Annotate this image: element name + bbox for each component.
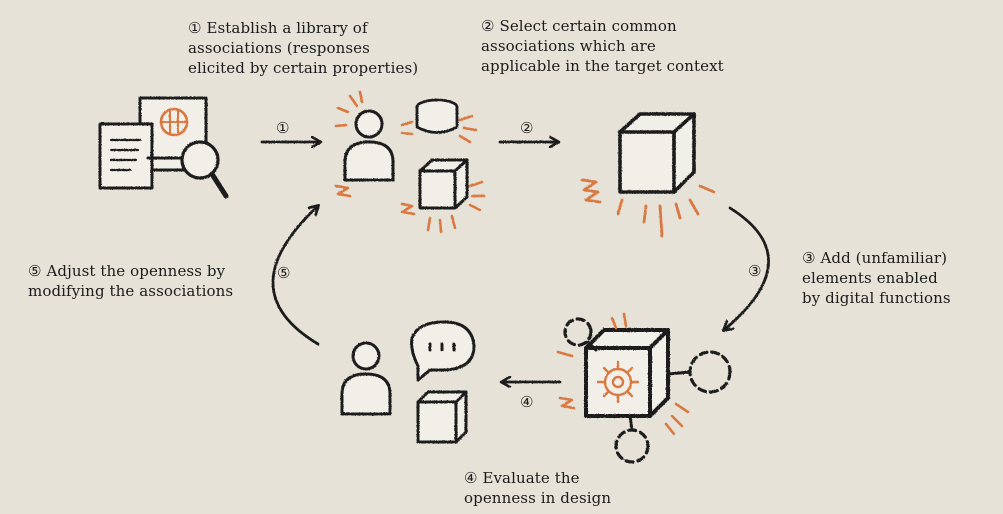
step-5-number: ⑤: [28, 262, 42, 280]
step-4-line-1: Evaluate the: [482, 469, 580, 487]
step-2-line-3: applicable in the target context: [481, 57, 724, 75]
step-3-line-2: elements enabled: [802, 269, 938, 287]
documents-icon: [98, 96, 208, 190]
magnifier-icon: [146, 140, 229, 199]
center-accent-marks: [334, 90, 486, 234]
step-2-number: ②: [481, 17, 495, 35]
step-3-number: ③: [802, 249, 816, 267]
step-4-number: ④: [464, 469, 478, 487]
step-2-line-1: Select certain common: [499, 17, 677, 35]
connector-lines: [586, 340, 692, 432]
step-3-line-3: by digital functions: [802, 289, 951, 307]
step-3-line-1: Add (unfamiliar): [820, 249, 948, 267]
speech-bubble-icon: [410, 320, 476, 382]
evaluator-person-icon: [340, 341, 392, 416]
step-4-line-2: openness in design: [464, 489, 612, 507]
step-4-label: ④ Evaluate the openness in design: [464, 468, 611, 508]
arrow-marker-3: ③: [748, 262, 762, 280]
step-1-label: ① Establish a library of associations (r…: [188, 18, 418, 78]
arrow-marker-5: ⑤: [277, 264, 291, 282]
step-2-line-2: associations which are: [481, 37, 656, 55]
arrow-marker-4: ④: [520, 393, 534, 411]
arrow-marker-1: ①: [276, 119, 290, 137]
gear-icon: [596, 360, 640, 404]
step-5-label: ⑤ Adjust the openness by modifying the a…: [28, 261, 233, 301]
step-1-line-1: Establish a library of: [206, 19, 368, 37]
cube-icon: [418, 158, 469, 210]
database-icon: [415, 98, 459, 134]
step-2-label: ② Select certain common associations whi…: [481, 16, 724, 76]
step-5-line-1: Adjust the openness by: [46, 262, 226, 280]
step-1-line-2: associations (responses: [188, 39, 370, 57]
arrow-5: [271, 206, 318, 346]
step-1-number: ①: [188, 19, 202, 37]
cube-accent-marks: [580, 178, 716, 238]
library-person-icon: [343, 109, 395, 182]
arrow-3: [724, 206, 770, 330]
arrow-marker-2: ②: [520, 119, 534, 137]
evaluated-cube-icon: [416, 390, 468, 444]
digital-accent-marks: [556, 312, 690, 436]
step-5-line-2: modifying the associations: [28, 282, 234, 300]
step-1-line-3: elicited by certain properties): [188, 59, 419, 77]
selected-cube-icon: [618, 112, 696, 194]
step-3-label: ③ Add (unfamiliar) elements enabled by d…: [802, 248, 951, 308]
